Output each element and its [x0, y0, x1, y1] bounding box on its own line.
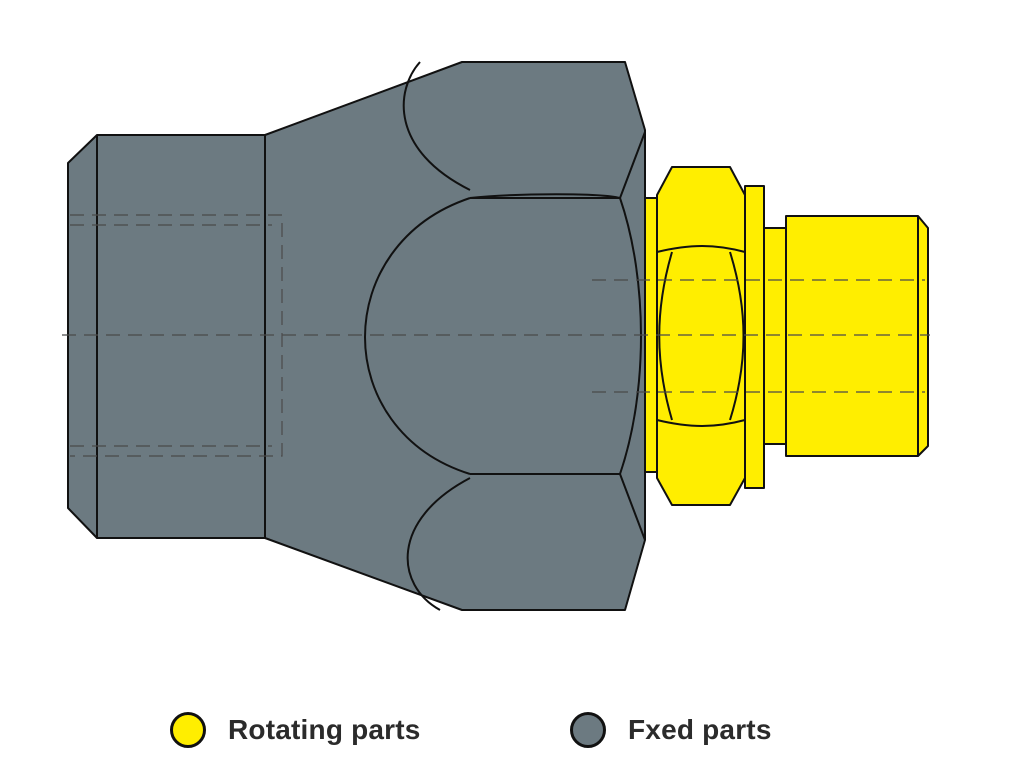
hex-facet-lines — [656, 245, 746, 427]
rotating-thread-end — [785, 215, 929, 457]
rotating-collar — [744, 185, 765, 489]
fixed-nut-body — [264, 61, 646, 611]
legend-item-fixed: Fxed parts — [570, 708, 772, 752]
legend-item-rotating: Rotating parts — [170, 708, 421, 752]
rotating-parts-group — [644, 166, 929, 506]
legend-label-rotating: Rotating parts — [228, 714, 421, 745]
nut-facet-middle — [364, 197, 471, 475]
fixed-parts-group — [67, 61, 646, 611]
fitting-drawing — [62, 61, 930, 611]
yellow-circle-icon — [170, 712, 206, 748]
rotating-neck — [763, 227, 787, 445]
rotating-hex-body — [656, 166, 746, 506]
sleeve-bore-hidden-line — [70, 214, 283, 457]
nut-facet-right — [619, 197, 642, 475]
hidden-lines-group — [62, 214, 930, 457]
legend-label-fixed: Fxed parts — [628, 714, 772, 745]
grey-circle-icon — [570, 712, 606, 748]
